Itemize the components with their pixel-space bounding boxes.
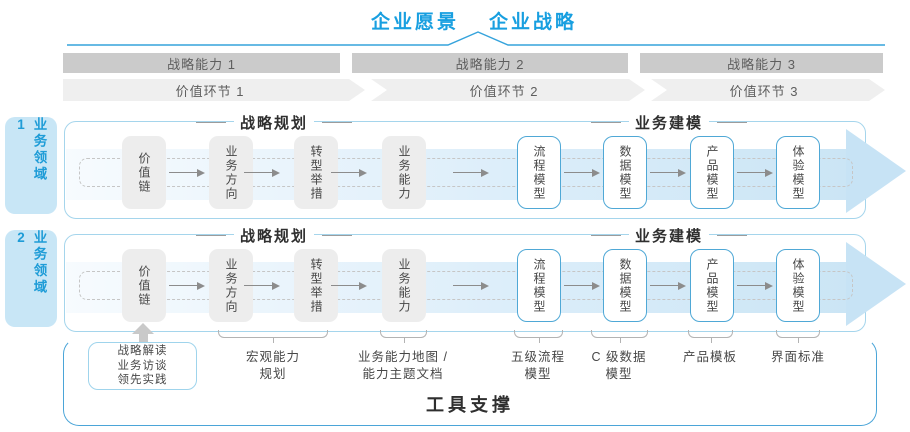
business-domain-band-1: 战略规划 业务建模 价值链 业务方向 转型举措 业务能力 流程模型 数据模型 产… xyxy=(64,112,906,219)
flow-arrow xyxy=(737,281,773,290)
planning-section-title: 战略规划 xyxy=(195,112,353,133)
title-line xyxy=(195,122,226,123)
title-line xyxy=(322,122,353,123)
flow-arrow xyxy=(453,281,489,290)
flow-arrowhead xyxy=(846,129,906,213)
brace xyxy=(514,330,563,343)
flow-arrow xyxy=(564,168,600,177)
brace xyxy=(776,330,820,343)
dashed-pipeline xyxy=(79,158,853,187)
dashed-pipeline xyxy=(79,271,853,300)
box-experience-model: 体验模型 xyxy=(776,136,820,209)
title-line xyxy=(717,122,748,123)
brace xyxy=(218,330,328,343)
annotation-c-level-data-model: C 级数据 模型 xyxy=(591,350,647,381)
brace xyxy=(380,330,427,343)
strategic-capability-bar-1: 战略能力 1 xyxy=(63,53,340,73)
box-data-model: 数据模型 xyxy=(603,136,647,209)
flow-arrow xyxy=(244,168,280,177)
title-line xyxy=(590,122,621,123)
annotation-capability-map: 业务能力地图 / 能力主题文档 xyxy=(358,350,448,381)
box-business-capability: 业务能力 xyxy=(382,136,426,209)
value-link-chevron-1: 价值环节 1 xyxy=(63,79,365,101)
box-transformation-initiatives: 转型举措 xyxy=(294,136,338,209)
flow-arrow xyxy=(169,168,205,177)
flow-arrow xyxy=(169,281,205,290)
flow-arrow xyxy=(650,281,686,290)
tools-support-label: 工具支撑 xyxy=(426,395,514,415)
flow-arrow xyxy=(737,168,773,177)
annotation-macro-capability-planning: 宏观能力 规划 xyxy=(245,350,300,381)
tools-support-container: 工具支撑 xyxy=(63,338,877,426)
box-value-chain: 价值链 xyxy=(122,249,166,322)
up-arrow-icon xyxy=(132,323,154,345)
brace xyxy=(591,330,648,343)
value-link-chevron-2: 价值环节 2 xyxy=(371,79,645,101)
modeling-section-title: 业务建模 xyxy=(590,225,748,246)
modeling-section-title: 业务建模 xyxy=(590,112,748,133)
domain-tab-2: 业务领域 2 xyxy=(5,230,57,327)
box-process-model: 流程模型 xyxy=(517,249,561,322)
callout-strategy-inputs: 战略解读 业务访谈 领先实践 xyxy=(88,342,197,390)
header: 企业愿景 企业战略 xyxy=(0,7,910,34)
box-business-capability: 业务能力 xyxy=(382,249,426,322)
value-link-chevron-3: 价值环节 3 xyxy=(651,79,885,101)
title-line xyxy=(590,235,621,236)
vision-title: 企业愿景 xyxy=(370,12,459,33)
flow-arrow xyxy=(331,168,367,177)
flow-arrow xyxy=(453,168,489,177)
box-data-model: 数据模型 xyxy=(603,249,647,322)
strategy-title: 企业战略 xyxy=(489,12,578,33)
flow-arrow xyxy=(331,281,367,290)
brace xyxy=(688,330,733,343)
strategic-capability-bar-2: 战略能力 2 xyxy=(352,53,628,73)
box-product-model: 产品模型 xyxy=(690,249,734,322)
flow-arrow xyxy=(564,281,600,290)
planning-section-title: 战略规划 xyxy=(195,225,353,246)
title-line xyxy=(717,235,748,236)
title-line xyxy=(322,235,353,236)
annotation-ui-standard: 界面标准 xyxy=(770,350,825,364)
business-domain-band-2: 战略规划 业务建模 价值链 业务方向 转型举措 业务能力 流程模型 数据模型 产… xyxy=(64,225,906,332)
flow-arrow xyxy=(244,281,280,290)
box-experience-model: 体验模型 xyxy=(776,249,820,322)
domain-tab-1: 业务领域 1 xyxy=(5,117,57,214)
divider-line xyxy=(67,31,885,46)
annotation-l5-process-model: 五级流程 模型 xyxy=(510,350,565,381)
box-process-model: 流程模型 xyxy=(517,136,561,209)
title-line xyxy=(195,235,226,236)
flow-arrow xyxy=(650,168,686,177)
flow-arrowhead xyxy=(846,242,906,326)
box-value-chain: 价值链 xyxy=(122,136,166,209)
box-transformation-initiatives: 转型举措 xyxy=(294,249,338,322)
strategic-capability-bar-3: 战略能力 3 xyxy=(640,53,883,73)
annotation-product-template: 产品模板 xyxy=(682,350,737,364)
box-product-model: 产品模型 xyxy=(690,136,734,209)
